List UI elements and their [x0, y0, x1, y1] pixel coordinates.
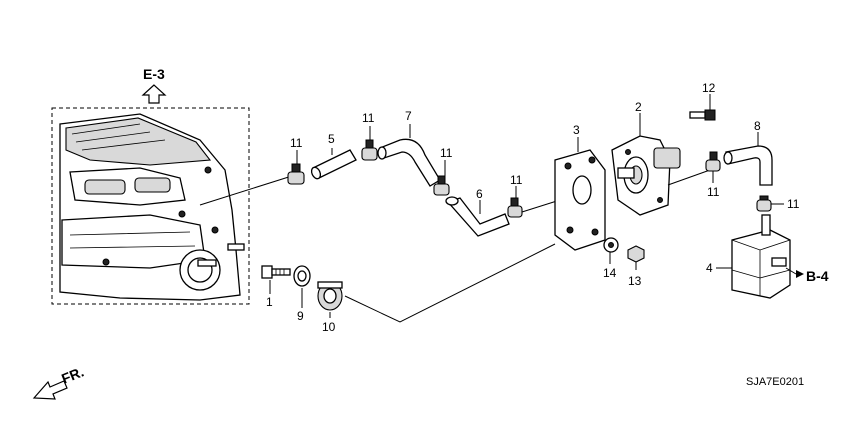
callout-5[interactable]: 5 — [328, 132, 335, 146]
front-label: FR. — [59, 363, 86, 386]
callout-11-right[interactable]: 11 — [510, 173, 523, 187]
callout-11-valve[interactable]: 11 — [707, 185, 720, 199]
part-2-valve — [611, 135, 681, 216]
part-8-hose — [723, 145, 773, 186]
callout-11-left[interactable]: 11 — [290, 136, 303, 150]
callout-11-canister[interactable]: 11 — [787, 197, 800, 211]
callout-12[interactable]: 12 — [702, 81, 716, 95]
part-12-bolt — [689, 109, 716, 121]
part-5-hose — [310, 149, 357, 180]
callout-14[interactable]: 14 — [603, 266, 617, 280]
callout-8[interactable]: 8 — [754, 119, 761, 133]
diagram-code: SJA7E0201 — [746, 376, 804, 388]
part-11-clamp-mid — [433, 175, 450, 196]
ref-b4-label[interactable]: B-4 — [806, 268, 829, 284]
callout-10[interactable]: 10 — [322, 320, 336, 334]
callout-7[interactable]: 7 — [405, 109, 412, 123]
part-13-nut — [627, 245, 645, 263]
part-11-clamp-valve — [705, 151, 721, 172]
part-7-hose — [377, 138, 441, 187]
callout-11-mid[interactable]: 11 — [440, 146, 453, 160]
manifold-dashed-box — [51, 107, 250, 305]
part-11-clamp-canister — [756, 195, 772, 212]
part-14-washer — [603, 237, 619, 253]
right-arrow-icon — [785, 267, 804, 278]
callout-2[interactable]: 2 — [635, 100, 642, 114]
callout-11-center[interactable]: 11 — [362, 111, 375, 125]
part-1-bolt — [261, 265, 291, 279]
part-11-clamp-left — [287, 163, 305, 185]
callout-9[interactable]: 9 — [297, 309, 304, 323]
part-11-clamp-right — [507, 197, 523, 218]
part-4-canister — [731, 214, 791, 299]
up-arrow-icon — [141, 84, 167, 104]
callout-1[interactable]: 1 — [266, 295, 273, 309]
part-10-grommet — [317, 281, 343, 311]
callout-13[interactable]: 13 — [628, 274, 642, 288]
callout-6[interactable]: 6 — [476, 187, 483, 201]
intake-manifold — [59, 113, 245, 301]
ref-e3-label[interactable]: E-3 — [143, 66, 165, 82]
callout-3[interactable]: 3 — [573, 123, 580, 137]
part-9-washer — [293, 265, 311, 287]
part-11-clamp-center — [361, 139, 378, 161]
part-6-hose — [445, 196, 510, 237]
front-direction-arrow-icon — [32, 380, 68, 400]
part-3-bracket — [554, 149, 606, 251]
callout-4[interactable]: 4 — [706, 261, 713, 275]
